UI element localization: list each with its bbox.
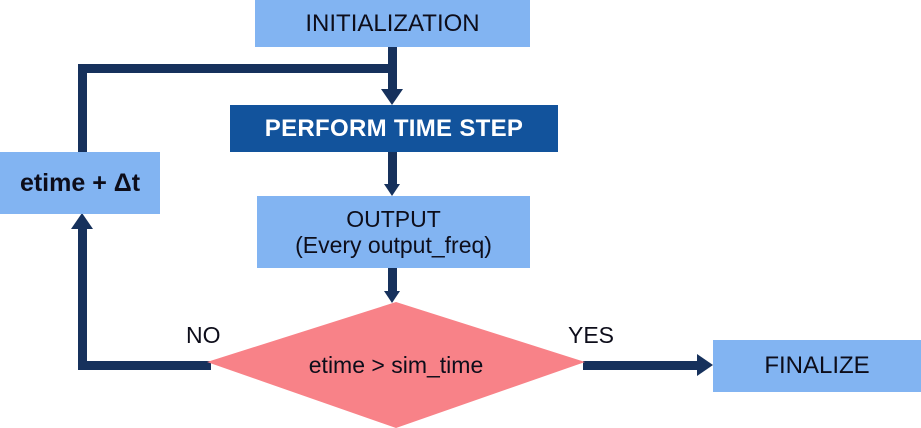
connector-init-down — [388, 46, 397, 72]
connector-to-perform — [388, 64, 397, 91]
arrowhead-to-perform — [381, 89, 403, 105]
edge-label-yes: YES — [568, 322, 614, 349]
node-finalize[interactable]: FINALIZE — [713, 340, 921, 392]
node-finalize-label: FINALIZE — [764, 352, 870, 380]
arrowhead-to-output — [384, 184, 400, 196]
node-initialization-label: INITIALIZATION — [305, 9, 480, 37]
edge-label-no: NO — [186, 322, 221, 349]
connector-perform-to-output — [388, 152, 397, 184]
arrowhead-yes-to-finalize — [697, 354, 713, 376]
decision-diamond-shape — [207, 302, 585, 428]
node-output-label-line2: (Every output_freq) — [295, 232, 492, 258]
connector-loop-top-horizontal — [78, 64, 397, 73]
node-output-label-line1: OUTPUT — [346, 205, 441, 232]
node-perform-time-step-label: PERFORM TIME STEP — [264, 114, 524, 142]
node-perform-time-step[interactable]: PERFORM TIME STEP — [230, 105, 558, 152]
node-output[interactable]: OUTPUT (Every output_freq) — [257, 196, 530, 268]
node-decision[interactable]: etime > sim_time — [207, 302, 585, 428]
connector-yes-horizontal — [583, 361, 699, 370]
connector-output-to-decision — [388, 268, 397, 292]
arrowhead-to-decision — [384, 291, 400, 303]
connector-loop-left-vertical — [78, 64, 87, 154]
connector-no-vertical — [78, 228, 87, 370]
edge-label-no-text: NO — [186, 322, 221, 348]
connector-no-horizontal — [78, 361, 211, 370]
arrowhead-no-to-etime — [71, 213, 93, 229]
node-initialization[interactable]: INITIALIZATION — [255, 0, 530, 47]
edge-label-yes-text: YES — [568, 322, 615, 348]
node-etime-increment-label: etime + Δt — [19, 168, 141, 197]
node-etime-increment[interactable]: etime + Δt — [0, 152, 160, 214]
